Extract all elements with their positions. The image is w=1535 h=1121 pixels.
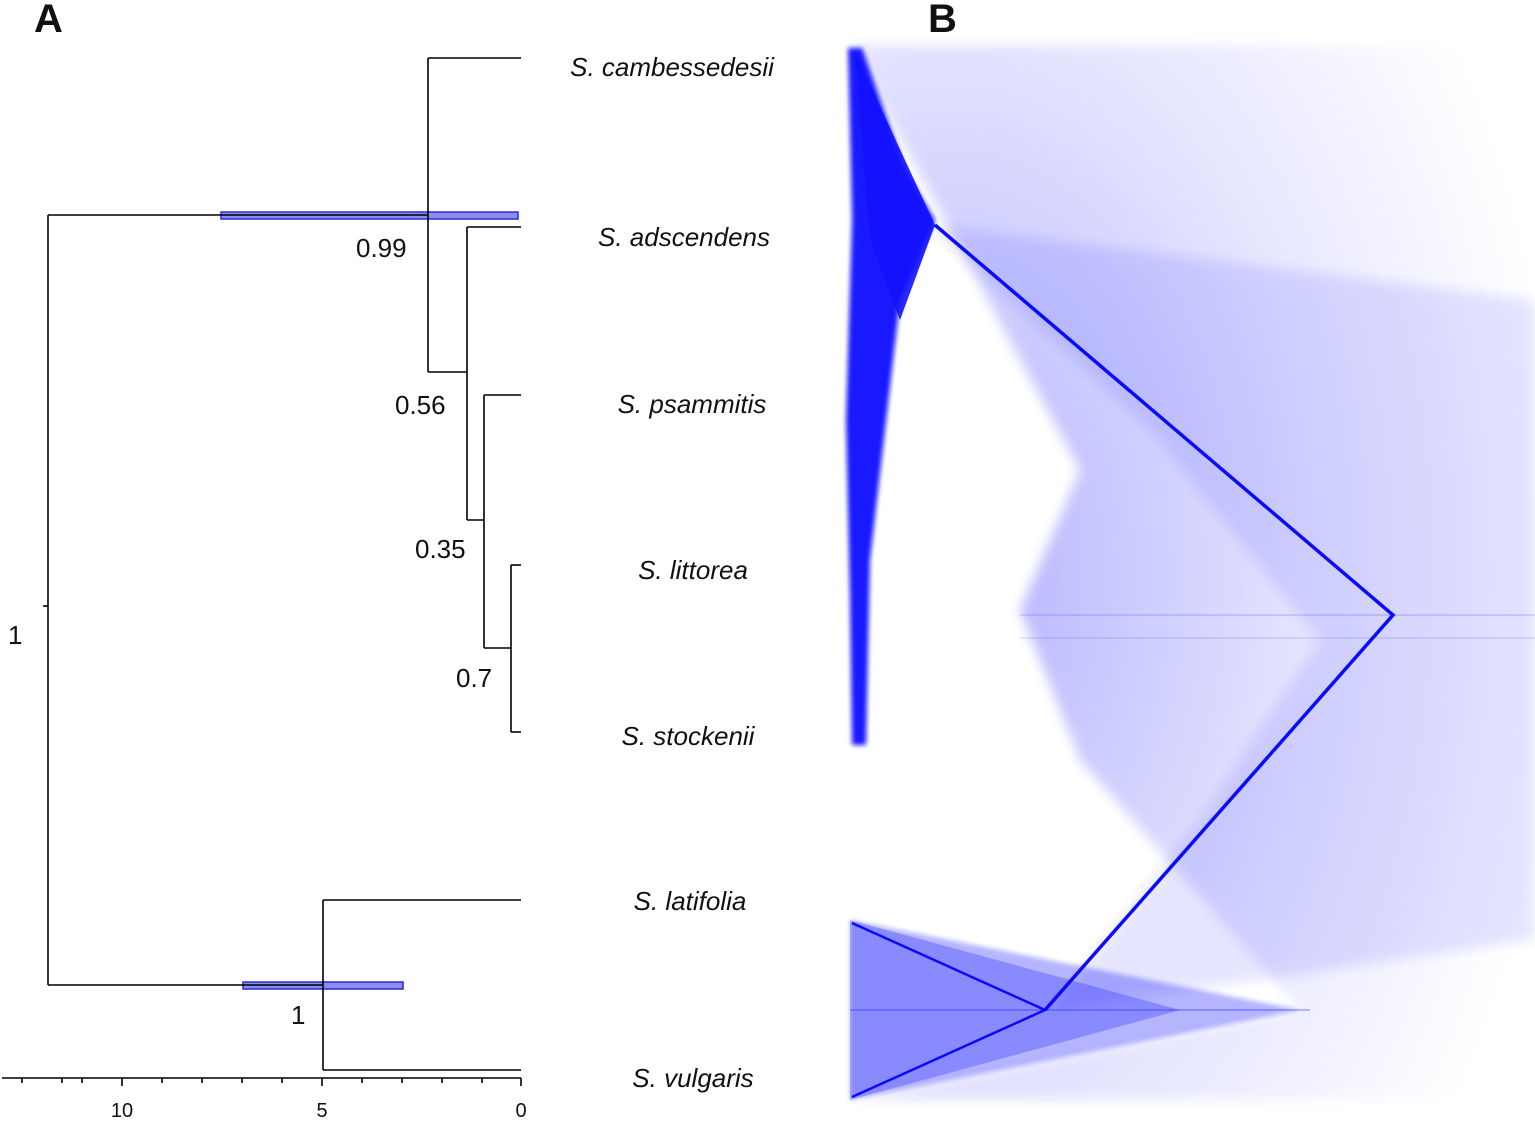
- time-axis: 10 5 0: [2, 1077, 527, 1121]
- densitree-cloud-core: [930, 225, 1535, 1010]
- support-adscendens-clade: 0.99: [356, 233, 407, 263]
- densitree-upper-fan: [855, 52, 935, 320]
- support-littorea-clade: 0.35: [415, 534, 466, 564]
- panel-a-label: A: [34, 0, 63, 41]
- taxon-label-adscendens: S. adscendens: [598, 222, 770, 252]
- tick-label-10: 10: [111, 1100, 133, 1121]
- taxon-label-littorea: S. littorea: [638, 555, 748, 585]
- consensus-root-branches: [933, 223, 1396, 1012]
- taxon-label-psammitis: S. psammitis: [618, 389, 767, 419]
- panel-b-densitree: [846, 45, 1535, 1100]
- support-root: 1: [8, 620, 22, 650]
- tick-label-5: 5: [316, 1100, 327, 1121]
- panel-b-label: B: [928, 0, 957, 41]
- taxon-label-cambessedesii: S. cambessedesii: [570, 52, 775, 82]
- taxon-label-stockenii: S. stockenii: [622, 721, 756, 751]
- support-psammitis-clade: 0.56: [395, 390, 446, 420]
- taxon-label-vulgaris: S. vulgaris: [632, 1063, 753, 1093]
- support-littorea-stockenii: 0.7: [456, 663, 492, 693]
- taxon-labels: S. cambessedesii S. adscendens S. psammi…: [570, 52, 775, 1093]
- taxon-label-latifolia: S. latifolia: [634, 886, 747, 916]
- support-latifolia-vulgaris: 1: [291, 1000, 305, 1030]
- panel-a-tree: 1 0.99 0.56 0.35 0.7 1 10 5 0: [2, 57, 527, 1121]
- tick-label-0: 0: [515, 1100, 526, 1121]
